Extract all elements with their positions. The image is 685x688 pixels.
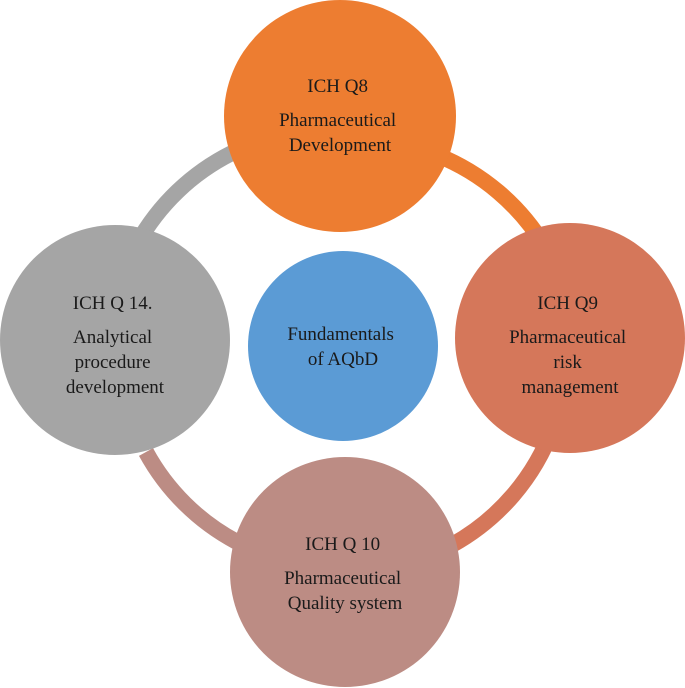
node-ich-q8: ICH Q8 Pharmaceutical Development — [224, 0, 456, 232]
node-left-line-3: procedure — [75, 352, 151, 373]
node-circle-top — [224, 0, 456, 232]
node-left-line-4: development — [66, 377, 165, 398]
node-circle-right — [455, 223, 685, 453]
node-left-line-1: ICH Q 14. — [73, 293, 153, 314]
node-right-line-1: ICH Q9 — [537, 293, 598, 314]
node-label-bottom: ICH Q 10 Pharmaceutical Quality system — [284, 534, 406, 614]
center-line-1: Fundamentals — [287, 324, 394, 345]
node-label-left: ICH Q 14. Analytical procedure developme… — [66, 293, 165, 398]
node-top-line-3: Development — [289, 135, 392, 156]
center-line-2: of AQbD — [308, 349, 378, 370]
node-right-line-2: Pharmaceutical — [509, 327, 626, 348]
node-circle-bottom — [230, 457, 460, 687]
node-label-top: ICH Q8 Pharmaceutical Development — [279, 76, 401, 156]
node-right-line-3: risk — [553, 352, 582, 373]
node-top-line-1: ICH Q8 — [307, 76, 368, 97]
node-bottom-line-2: Pharmaceutical — [284, 568, 401, 589]
node-ich-q10: ICH Q 10 Pharmaceutical Quality system — [230, 457, 460, 687]
node-top-line-2: Pharmaceutical — [279, 110, 396, 131]
node-right-line-4: management — [521, 377, 619, 398]
node-bottom-line-3: Quality system — [288, 593, 403, 614]
node-circle-left — [0, 225, 230, 455]
node-left-line-2: Analytical — [73, 327, 152, 348]
center-circle — [248, 251, 438, 441]
center-node: Fundamentals of AQbD — [248, 251, 438, 441]
node-bottom-line-1: ICH Q 10 — [305, 534, 380, 555]
ring-arc-left-top — [130, 145, 236, 248]
node-label-right: ICH Q9 Pharmaceutical risk management — [509, 293, 631, 398]
ring-arc-bottom-left — [138, 448, 241, 550]
node-ich-q9: ICH Q9 Pharmaceutical risk management — [455, 223, 685, 453]
center-label: Fundamentals of AQbD — [287, 324, 398, 370]
node-ich-q14: ICH Q 14. Analytical procedure developme… — [0, 225, 230, 455]
